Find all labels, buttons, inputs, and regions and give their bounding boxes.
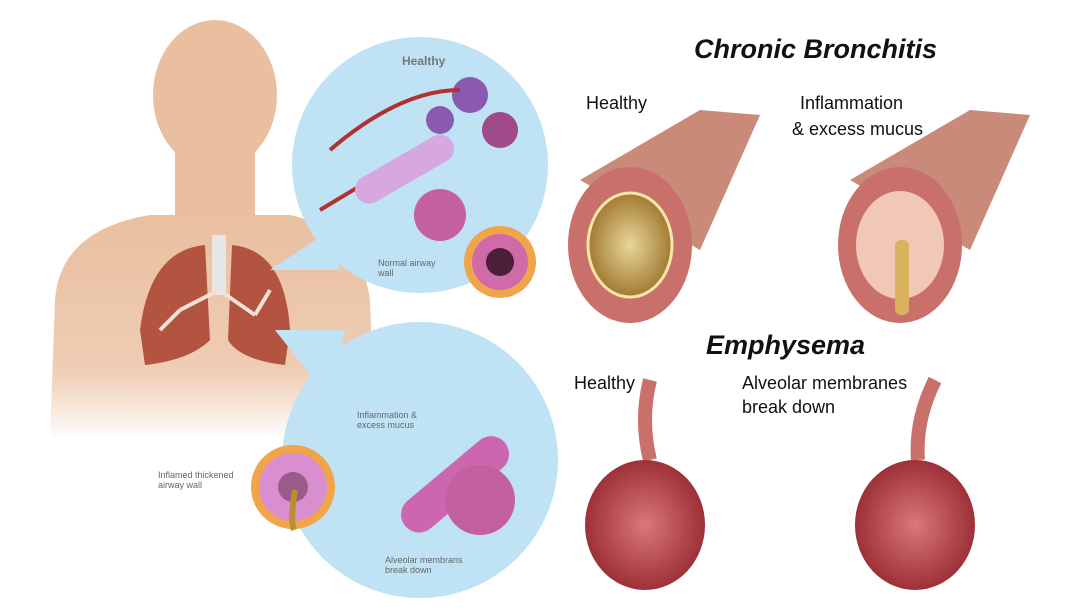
normal-airway-wall-label: Normal airway wall (378, 258, 436, 278)
lungs (140, 235, 290, 365)
emphysema-title: Emphysema (706, 330, 866, 360)
emphysema-damaged-label-1: Alveolar membranes (742, 373, 908, 393)
bronchitis-healthy-label: Healthy (586, 93, 648, 113)
bronchitis-inflamed-label-2: & excess mucus (792, 119, 924, 139)
emphysema-healthy-label: Healthy (574, 373, 636, 393)
bronchitis-title: Chronic Bronchitis (694, 34, 938, 64)
inflamed-bronchus (838, 110, 1030, 323)
healthy-bubble-label: Healthy (402, 54, 446, 68)
inflamed-airway (251, 436, 515, 535)
healthy-bronchus (568, 110, 760, 323)
human-silhouette (50, 20, 375, 440)
healthy-alveoli (318, 77, 536, 298)
bronchitis-inflamed-label-1: Inflammation (800, 93, 904, 113)
damaged-alveoli-cluster (855, 376, 975, 590)
inflammation-label: Inflammation & excess mucus (357, 410, 418, 430)
alveolar-label: Alveolar membrans break down (385, 555, 463, 575)
healthy-alveoli-cluster (585, 378, 705, 590)
inflamed-wall-label: Inflamed thickened airway wall (158, 470, 234, 490)
emphysema-damaged-label-2: break down (742, 397, 836, 417)
